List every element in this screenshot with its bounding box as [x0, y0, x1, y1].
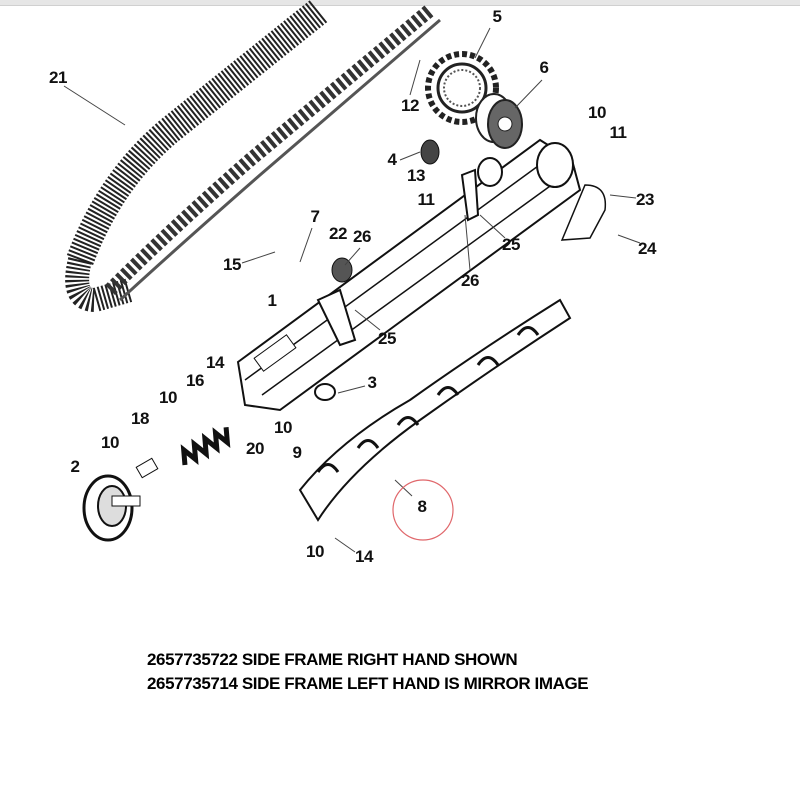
callout-16: 16: [186, 371, 204, 390]
highlight-circle: [392, 479, 454, 541]
callout-10: 10: [588, 103, 606, 122]
callout-24: 24: [638, 239, 656, 258]
callout-20: 20: [246, 439, 264, 458]
bushing: [314, 383, 336, 401]
callout-13: 13: [407, 166, 425, 185]
callout-26: 26: [353, 227, 371, 246]
tension-spring: [180, 427, 231, 466]
idler-wheel: [82, 474, 141, 542]
callout-18: 18: [131, 409, 149, 428]
callout-22: 22: [329, 224, 347, 243]
callout-11: 11: [609, 123, 627, 142]
callout-25: 25: [502, 235, 520, 254]
callout-7: 7: [310, 207, 320, 226]
callout-10: 10: [274, 418, 292, 437]
rubber-track: [65, 0, 441, 313]
callout-21: 21: [49, 68, 67, 87]
callout-12: 12: [401, 96, 419, 115]
caption-line-1: 2657735722 SIDE FRAME RIGHT HAND SHOWN: [147, 650, 518, 669]
callout-9: 9: [292, 443, 302, 462]
callout-10: 10: [101, 433, 119, 452]
callout-1: 1: [267, 291, 277, 310]
callout-25: 25: [378, 329, 396, 348]
bogie-rail: [298, 298, 572, 522]
top-scrollbar-edge: [0, 0, 800, 6]
drive-motor: [475, 93, 523, 149]
cover-plate: [560, 184, 607, 241]
callout-11: 11: [417, 190, 435, 209]
callout-14: 14: [206, 353, 224, 372]
roller: [420, 139, 440, 165]
bracket: [135, 457, 159, 479]
leader-lines: [63, 27, 641, 553]
sprocket: [425, 51, 499, 125]
callout-15: 15: [223, 255, 241, 274]
caption-line-2: 2657735714 SIDE FRAME LEFT HAND IS MIRRO…: [147, 674, 589, 693]
callout-14: 14: [355, 547, 373, 566]
callout-5: 5: [492, 7, 502, 26]
callout-10: 10: [159, 388, 177, 407]
callout-26: 26: [461, 271, 479, 290]
callout-6: 6: [539, 58, 549, 77]
callout-10: 10: [306, 542, 324, 561]
callout-8: 8: [417, 497, 427, 516]
callout-4: 4: [387, 150, 397, 169]
side-frame: [236, 138, 582, 412]
callout-23: 23: [636, 190, 654, 209]
callout-2: 2: [70, 457, 80, 476]
callout-3: 3: [367, 373, 377, 392]
